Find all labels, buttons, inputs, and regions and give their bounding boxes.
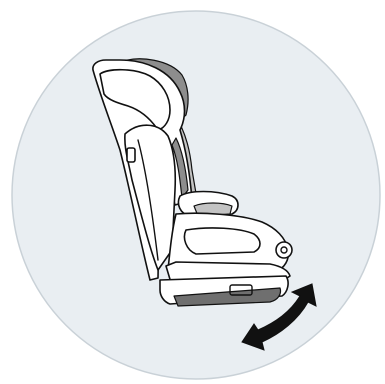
cushion-front-panel: [184, 228, 260, 254]
belt-clip: [127, 148, 135, 162]
front-hinge: [276, 242, 292, 258]
